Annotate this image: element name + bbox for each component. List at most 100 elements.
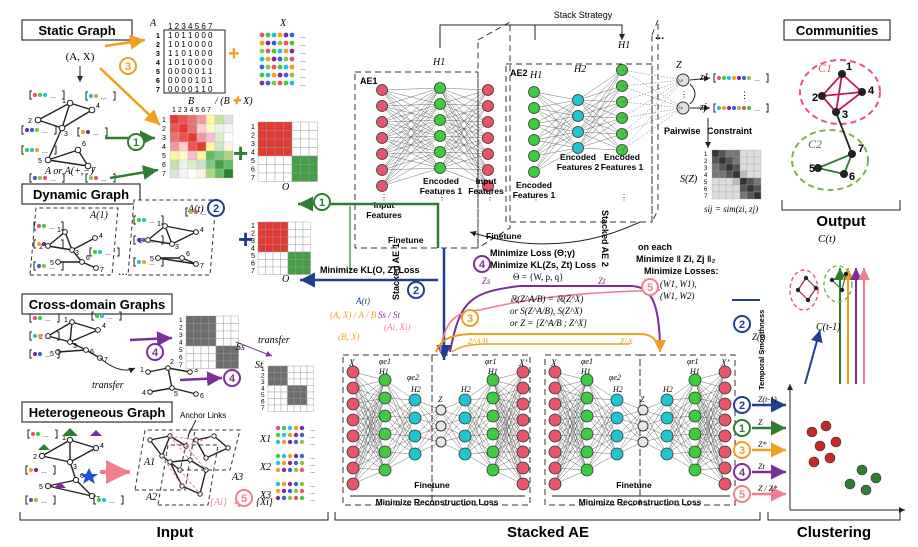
graph-node-number: 5 [39,484,43,491]
connection [352,403,386,471]
graph-edge [47,149,79,161]
connection [616,399,644,443]
feature-dot [37,175,43,181]
matrix-row-number: 2 [156,42,160,49]
feature-cell [265,72,271,78]
feature-bracket [62,90,65,100]
feature-cell [259,40,265,46]
similarity-cell [718,156,727,165]
o-matrix-cell [283,138,293,148]
neuron [378,391,392,405]
o-matrix-cell [300,130,310,140]
graph-node [193,229,199,235]
similarity-cell [718,184,727,193]
similarity-cell [193,338,202,347]
h1-label: H1 [580,367,591,376]
za-label: Z^A/B [468,337,488,346]
o-matrix-cell [257,121,267,131]
connection [384,399,416,453]
feature-dot [188,209,194,215]
o-matrix-row-number: 5 [251,253,255,260]
z-connection [621,69,684,81]
feature-ellipsis: ... [149,260,155,267]
o-matrix-cell [272,266,281,275]
graph-node [45,333,51,339]
similarity-row-number: 5 [179,347,183,354]
loss-kl-time-label: Minimize KL(Zs, Zt) Loss [490,260,596,270]
z-ellipsis: ⋮ [680,90,688,99]
connection [492,435,524,471]
feature-cell [283,40,289,46]
neuron [376,164,388,176]
static-mini-graph: 1234567..................... [21,90,116,183]
step-badge-number: 4 [152,347,159,359]
heatmap-cell [196,132,207,143]
step-badge [207,199,225,217]
graph-node [66,99,74,107]
graph-edge [161,435,171,457]
graph-node-number: 3 [194,367,198,374]
connection [642,399,668,443]
similarity-cell [287,378,295,386]
graph-node [169,385,175,391]
legend-label-4: Zt [758,462,765,471]
graph-node-number: 1 [140,367,144,374]
type-marker-triangle [62,428,78,436]
connection [381,87,441,155]
heatmap-cell [196,141,207,152]
feature-ellipsis: ... [149,238,155,245]
heatmap-header: 1 2 3 4 5 6 7 [172,107,211,114]
heatmap-cell [223,150,234,161]
z-node [435,420,447,432]
matrix-row-number: 5 [156,69,160,76]
step-badge-number: 2 [739,319,745,331]
feature-dot [716,75,722,81]
cluster-point-red [820,420,832,432]
graph-node-number: 5 [38,158,42,165]
similarity-cell [274,365,282,373]
static-graph-panel: Static Graph (A, X) 1234567.............… [21,18,318,193]
feature-cell [265,32,271,38]
cross-domain-source-graph: 1234567............ [29,311,122,364]
o-matrix-cell [308,164,318,174]
feature-cell [293,453,299,459]
feature-dot [746,75,752,81]
neuron [346,381,360,395]
connection [492,397,524,469]
feature-dot [93,93,99,99]
feature-dot [136,217,142,223]
similarity-cell [732,163,741,172]
feature-cell [293,467,299,473]
feature-dot [721,75,727,81]
similarity-cell [200,360,209,369]
neuron [486,427,500,441]
stack-ellipsis: ... [655,30,664,42]
graph-node [55,259,61,265]
o-matrix-cell [257,155,267,165]
feature-cell [275,481,281,487]
similarity-cell [200,330,209,339]
graph-node [84,162,92,170]
feature-bracket [33,239,36,249]
similarity-cell [300,385,308,393]
anchor-links-label: Anchor Links [180,411,226,420]
ai-set-label: {Ai} [210,497,227,508]
o-matrix-cell [266,155,276,165]
o-matrix-cell [295,251,304,260]
section-label-clustering: Clustering [797,524,871,541]
graph-edge [69,447,97,463]
feature-ellipsis: ... [300,33,306,40]
anchor-link [179,469,201,495]
feature-ellipsis: ... [93,130,99,137]
connection [694,379,726,421]
o-matrix-cell [300,147,310,157]
connection [577,69,623,117]
similarity-cell [306,385,314,393]
feature-dot [741,75,747,81]
graph-node [92,235,98,241]
z-node [435,436,447,448]
neuron [718,477,732,491]
